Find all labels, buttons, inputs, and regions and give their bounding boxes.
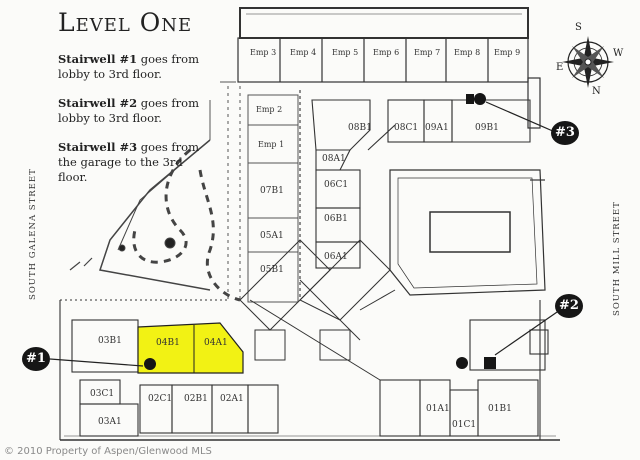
note-text: goes from lobby to 3rd floor.	[58, 96, 199, 125]
central-rooms	[299, 90, 531, 300]
room-emp8: Emp 8	[454, 48, 480, 57]
street-label-left: SOUTH GALENA STREET	[28, 168, 38, 300]
room-05A1: 05A1	[260, 231, 284, 241]
room-emp1: Emp 1	[258, 140, 284, 149]
room-08B1: 08B1	[348, 123, 372, 133]
room-03C1: 03C1	[90, 389, 114, 399]
room-05B1: 05B1	[260, 265, 284, 275]
room-emp4: Emp 4	[290, 48, 316, 57]
callout-stairwell-1: #1	[22, 347, 50, 371]
page-title: Level One	[58, 8, 193, 37]
room-emp6: Emp 6	[373, 48, 399, 57]
room-09B1: 09B1	[475, 123, 499, 133]
room-02C1: 02C1	[148, 394, 172, 404]
room-02A1: 02A1	[220, 394, 244, 404]
note-label: Stairwell #1	[58, 52, 138, 66]
callout-leaders	[49, 101, 561, 367]
room-04A1: 04A1	[204, 338, 228, 348]
compass-e: E	[556, 62, 564, 73]
note-stairwell-2: Stairwell #2 goes from lobby to 3rd floo…	[58, 96, 208, 126]
note-text: goes from the garage to the 3rd floor.	[58, 140, 199, 184]
lobby-core	[239, 239, 396, 381]
room-emp5: Emp 5	[332, 48, 358, 57]
room-06C1: 06C1	[324, 180, 348, 190]
note-text: goes from lobby to 3rd floor.	[58, 52, 199, 81]
callout-stairwell-2: #2	[555, 294, 583, 318]
room-09A1: 09A1	[425, 123, 449, 133]
room-emp3: Emp 3	[250, 48, 276, 57]
west-corridor	[209, 81, 299, 303]
room-03A1: 03A1	[98, 417, 122, 427]
room-01A1: 01A1	[426, 404, 450, 414]
copyright-watermark: © 2010 Property of Aspen/Glenwood MLS	[4, 446, 212, 457]
room-emp2: Emp 2	[256, 105, 282, 114]
callout-stairwell-3: #3	[551, 121, 579, 145]
room-03B1: 03B1	[98, 336, 122, 346]
room-06A1: 06A1	[324, 252, 348, 262]
room-emp7: Emp 7	[414, 48, 440, 57]
stair-markers	[144, 93, 496, 370]
street-label-right: SOUTH MILL STREET	[612, 201, 622, 316]
note-stairwell-1: Stairwell #1 goes from lobby to 3rd floo…	[58, 52, 208, 82]
room-01C1: 01C1	[452, 420, 476, 430]
compass-w: W	[613, 48, 624, 59]
compass-rose	[562, 36, 614, 88]
room-02B1: 02B1	[184, 394, 208, 404]
note-stairwell-3: Stairwell #3 goes from the garage to the…	[58, 140, 208, 185]
room-08C1: 08C1	[394, 123, 418, 133]
east-rooms	[379, 300, 549, 440]
room-emp9: Emp 9	[494, 48, 520, 57]
room-labels: Emp 3 Emp 4 Emp 5 Emp 6 Emp 7 Emp 8 Emp …	[90, 48, 520, 430]
compass-s: S	[575, 22, 582, 33]
room-08A1: 08A1	[322, 154, 346, 164]
note-label: Stairwell #2	[58, 96, 138, 110]
note-label: Stairwell #3	[58, 140, 138, 154]
garden	[69, 139, 241, 302]
room-01B1: 01B1	[488, 404, 512, 414]
room-07B1: 07B1	[260, 186, 284, 196]
room-06B1: 06B1	[324, 214, 348, 224]
room-04B1: 04B1	[156, 338, 180, 348]
compass-n: N	[592, 86, 601, 97]
emp-strip	[237, 7, 541, 129]
courtyard	[389, 169, 546, 296]
